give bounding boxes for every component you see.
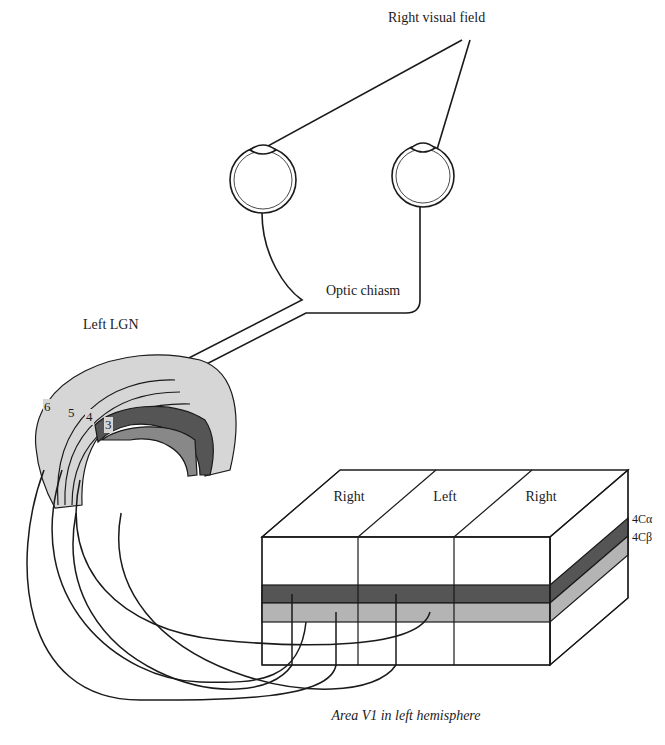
projection	[27, 470, 336, 700]
caption: Area V1 in left hemisphere	[331, 708, 480, 725]
right-eye	[392, 145, 454, 207]
column-label: Left	[433, 489, 456, 505]
column-label: Right	[525, 489, 556, 505]
layer-label: 4Cβ	[632, 530, 652, 544]
layer-number: 6	[43, 399, 52, 415]
block-front	[262, 537, 550, 665]
column-node: Left	[358, 537, 454, 665]
lens	[411, 143, 435, 152]
lgn-body	[36, 355, 237, 508]
field-label: Right visual field	[388, 10, 485, 27]
layer-4c-beta	[262, 603, 550, 622]
layer-number: 4	[85, 409, 94, 425]
layer-number: 3	[104, 417, 113, 433]
lgn-label: Left LGN	[83, 317, 139, 333]
projection-line	[119, 513, 396, 689]
left-eye	[230, 147, 296, 213]
column-label: Right	[333, 489, 364, 505]
lgn-layer	[95, 406, 213, 475]
projection	[52, 470, 306, 682]
column-node: Right	[262, 537, 358, 665]
layer-label: 4Cα	[632, 512, 652, 526]
projection	[76, 480, 430, 645]
projection-line	[73, 513, 292, 689]
layer-number: 5	[67, 405, 76, 421]
visual-ray	[246, 40, 462, 158]
lgn-node: Left LGN	[35, 355, 240, 513]
layer-4c-alpha	[262, 585, 550, 603]
column-node: Right	[454, 537, 550, 665]
chiasm-label: Optic chiasm	[326, 283, 400, 300]
lens	[250, 145, 276, 154]
block-side	[550, 470, 628, 665]
